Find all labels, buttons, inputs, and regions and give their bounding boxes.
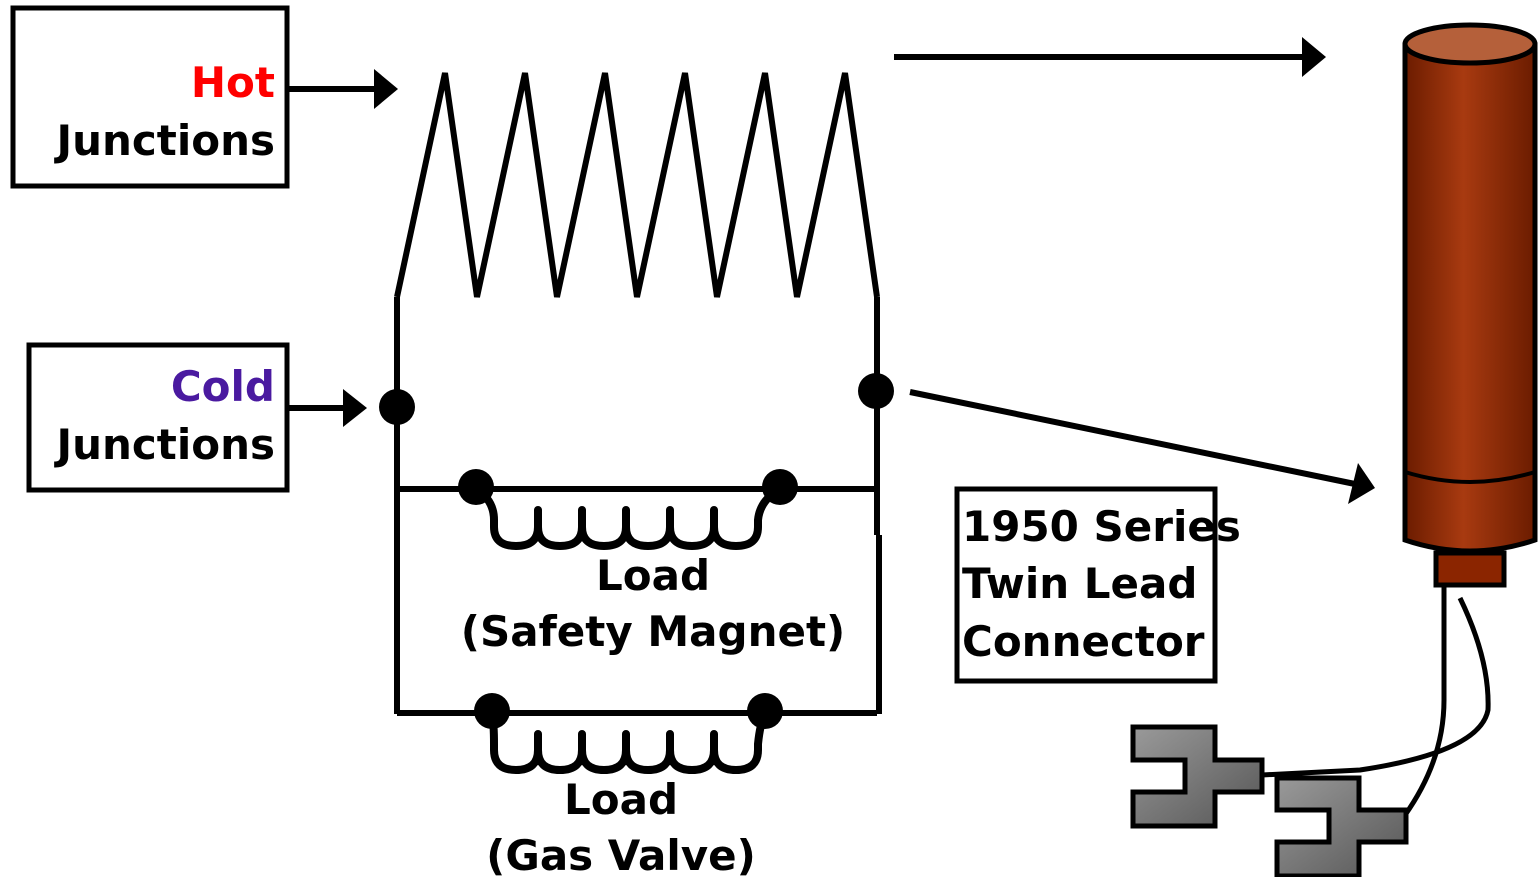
coil-icon-safety-magnet: [472, 485, 784, 550]
load-safety-magnet-title: Load: [596, 551, 710, 600]
hot-arrow: [287, 69, 398, 109]
twin-lead-plug-icon-2: [1274, 775, 1409, 877]
connector-label-box: 1950 Series Twin Lead Connector: [954, 486, 1241, 684]
cold-junctions-label: Junctions: [53, 420, 275, 469]
connector-label-line1: 1950 Series: [962, 502, 1241, 551]
thermopile-cylinder-icon: [1402, 22, 1538, 588]
load-gas-valve-subtitle: (Gas Valve): [486, 831, 756, 877]
hot-junctions-box: Hot Junctions: [10, 5, 290, 189]
hot-label: Hot: [191, 58, 275, 107]
twin-lead-plug-icon-1: [1130, 724, 1265, 829]
connector-label-line2: Twin Lead: [962, 559, 1197, 608]
thermopile-zigzag: [394, 72, 880, 298]
cold-junctions-box: Cold Junctions: [26, 342, 290, 493]
hot-junctions-label: Junctions: [53, 116, 275, 165]
middle-arrow: [909, 389, 1375, 504]
cold-arrow: [287, 389, 367, 427]
coil-icon-gas-valve: [488, 709, 769, 774]
load-gas-valve-title: Load: [564, 775, 678, 824]
load-safety-magnet-subtitle: (Safety Magnet): [461, 607, 845, 656]
lead-wires: [1261, 585, 1491, 817]
top-arrow: [894, 37, 1326, 77]
cold-label: Cold: [171, 362, 275, 411]
connector-label-line3: Connector: [962, 617, 1205, 666]
